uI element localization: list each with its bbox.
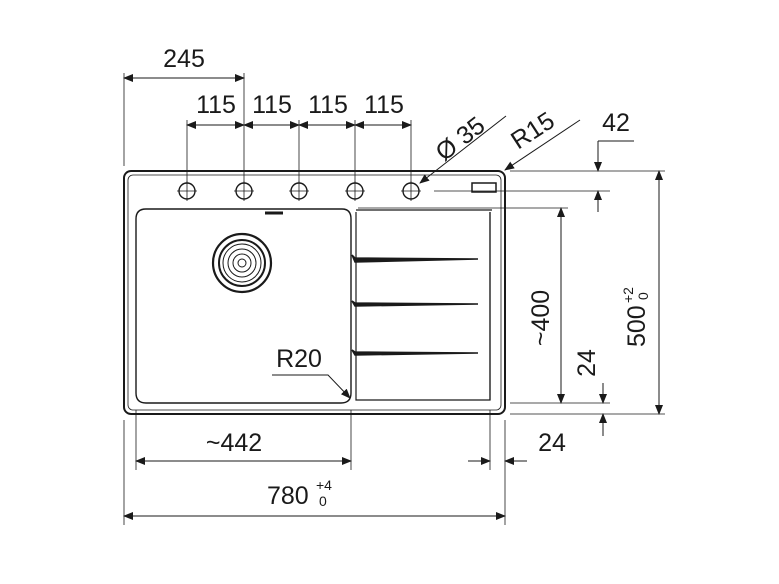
radius-r20-label: R20 <box>276 345 322 373</box>
dimension-400-label: ~400 <box>527 290 555 346</box>
dimension-780-label: 780 <box>267 482 309 510</box>
dimension-24-horizontal: 24 <box>468 429 566 465</box>
radius-r15-label: R15 <box>506 107 560 155</box>
drain-icon <box>211 232 273 294</box>
dimension-500: 500 +2 0 <box>620 170 663 415</box>
dimension-42-label: 42 <box>602 109 630 137</box>
dimension-245-label: 245 <box>163 45 205 73</box>
extension-lines <box>123 73 665 525</box>
diameter-label: Ø 35 <box>430 111 490 166</box>
dimension-24-vertical: 24 <box>573 349 607 436</box>
tap-holes <box>177 181 421 201</box>
sink-outline <box>123 170 506 415</box>
dimension-780-tol-lower: 0 <box>319 493 327 509</box>
spacing-label-2: 115 <box>252 91 292 119</box>
dimension-780: 780 +4 0 <box>123 477 506 520</box>
tap-hole-1 <box>177 181 197 201</box>
spacing-label-3: 115 <box>308 91 348 119</box>
tap-hole-2 <box>234 181 254 201</box>
drainboard-groove-3 <box>351 349 479 356</box>
bowl <box>135 208 352 404</box>
dimension-24-horizontal-label: 24 <box>538 429 566 457</box>
spacing-label-4: 115 <box>364 91 404 119</box>
radius-r20-callout: R20 <box>272 345 351 399</box>
dimension-500-tol-lower: 0 <box>635 292 651 300</box>
dimension-780-tol-upper: +4 <box>316 477 332 493</box>
tap-hole-4 <box>345 181 365 201</box>
dimension-442-label: ~442 <box>206 429 262 457</box>
dimension-hole-spacing: 115 115 115 115 <box>186 91 412 129</box>
diameter-callout: Ø 35 <box>419 111 507 184</box>
dimension-42: 42 <box>594 109 634 212</box>
drainboard <box>351 209 492 401</box>
drainboard-groove-1 <box>351 254 479 263</box>
dimension-24-vertical-label: 24 <box>573 349 601 377</box>
dimension-442: ~442 <box>135 429 352 465</box>
overflow-slot <box>471 182 497 193</box>
drainboard-groove-2 <box>351 300 479 307</box>
dimension-500-label: 500 <box>623 305 651 347</box>
spacing-label-1: 115 <box>196 91 236 119</box>
dimension-245: 245 <box>123 45 245 82</box>
dimension-500-tol-upper: +2 <box>620 287 636 303</box>
dimension-400: ~400 <box>527 207 565 404</box>
tap-hole-3 <box>289 181 309 201</box>
tap-hole-5 <box>401 181 421 201</box>
radius-r15-callout: R15 <box>504 107 581 171</box>
